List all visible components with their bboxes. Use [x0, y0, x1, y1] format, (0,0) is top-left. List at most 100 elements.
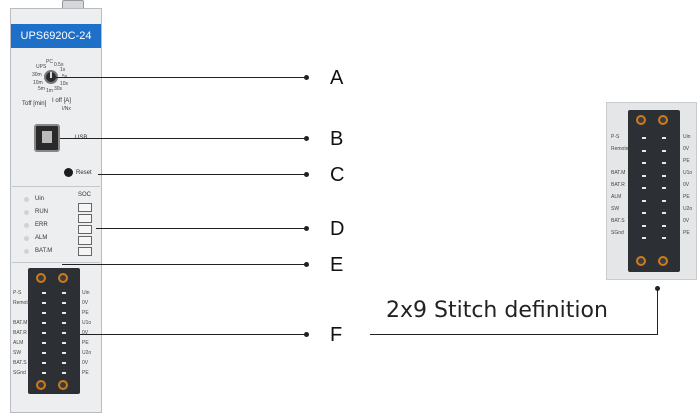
ioff-label: I off [A] [52, 98, 71, 104]
detail-leader-vertical [657, 290, 658, 334]
pin-label: SGnd [13, 370, 26, 376]
led-batm [24, 249, 29, 254]
screw-top-left [36, 273, 46, 283]
module-right-labels: Uin 0V PE U1o 0V PE U2o 0V PE [82, 290, 98, 380]
leader-a-dot [304, 75, 309, 80]
pin-contact [62, 372, 66, 374]
detail-pin-label: 0V [683, 146, 690, 152]
leader-d-dot [304, 226, 309, 231]
soc-label: SOC [78, 192, 92, 198]
pin-label: Uin [82, 290, 90, 296]
pin-contact [62, 342, 66, 344]
callout-d: D [330, 218, 345, 240]
detail-screw [658, 256, 668, 266]
reset-label: Reset [76, 170, 92, 176]
pin-contact [662, 174, 666, 177]
screw-bottom-right [58, 380, 68, 390]
inx-label: I/Nx [62, 106, 71, 112]
dial-indicator [50, 72, 52, 78]
screw-bottom-left [36, 380, 46, 390]
detail-pin-label: PE [683, 194, 690, 200]
led-label-run: RUN [35, 209, 48, 215]
led-alm [24, 236, 29, 241]
led-label-err: ERR [35, 222, 48, 228]
dial-label: 1s [60, 67, 66, 73]
detail-pin-label: SW [611, 206, 620, 212]
pin-contact [42, 302, 46, 304]
detail-pin-label: PE [683, 158, 690, 164]
dial-label-pc: PC [46, 59, 53, 65]
detail-pin-label: SGnd [611, 230, 624, 236]
soc-segment [78, 203, 92, 212]
dial-label: 10m [33, 80, 43, 86]
pin-label: PE [82, 340, 89, 346]
pin-label: BAT.M [13, 320, 28, 326]
pin-contact [662, 212, 666, 214]
pin-label: 0V [82, 330, 89, 336]
soc-segment [78, 236, 92, 245]
detail-left-labels: P-S Remote BAT.M BAT.R ALM SW BAT.S SGnd [611, 134, 629, 242]
pin-label: BAT.R [13, 330, 27, 336]
detail-pin-label: Remote [611, 146, 629, 152]
callout-a: A [330, 67, 344, 89]
soc-segment [78, 247, 92, 256]
model-label: UPS6920C-24 [11, 24, 101, 48]
detail-pin-label: 0V [683, 218, 690, 224]
pin-contact [642, 174, 646, 177]
led-label-alm: ALM [35, 235, 48, 241]
detail-pin-label: PE [683, 230, 690, 236]
pin-contact [62, 312, 66, 314]
pin-contact [42, 292, 46, 294]
pin-contact [642, 187, 646, 189]
screw-top-right [58, 273, 68, 283]
pin-contact [62, 332, 66, 334]
pin-contact [662, 149, 666, 152]
detail-pin-label: BAT.M [611, 170, 626, 176]
callout-e: E [330, 254, 344, 276]
dial-label: 5m [38, 86, 45, 92]
connector-detail-block [628, 110, 680, 272]
pin-contact [642, 162, 646, 164]
pin-contact [42, 372, 46, 374]
led-label-uin: Uin [35, 196, 45, 202]
pin-contact [62, 322, 66, 324]
pin-label: P-S [13, 290, 22, 296]
detail-leader-dot [655, 286, 660, 291]
pin-contact [642, 237, 646, 239]
pin-label: 0V [82, 300, 89, 306]
pin-contact [62, 362, 66, 364]
pin-contact [662, 162, 666, 164]
pin-contact [662, 224, 666, 227]
pin-contact [62, 302, 66, 304]
dial-label: 1m [46, 88, 53, 94]
detail-pin-label: U1o [683, 170, 693, 176]
pin-contact [62, 292, 66, 294]
leader-b-dot [304, 136, 309, 141]
dial-label: 0.5s [54, 62, 64, 68]
detail-pin-label: BAT.S [611, 218, 625, 224]
pin-contact [662, 237, 666, 239]
detail-pin-label: 0V [683, 182, 690, 188]
detail-pin-label: ALM [611, 194, 622, 200]
pin-contact [642, 199, 646, 202]
leader-e [62, 264, 306, 265]
leader-f [80, 334, 306, 335]
pin-label: PE [82, 370, 89, 376]
soc-segment [78, 225, 92, 234]
led-uin [24, 197, 29, 202]
callout-b: B [330, 128, 344, 150]
pin-contact [62, 352, 66, 354]
detail-pin-label: U2o [683, 206, 693, 212]
pin-label: 0V [82, 360, 89, 366]
detail-screw [636, 256, 646, 266]
reset-button[interactable] [64, 168, 73, 177]
dial-label: 30m [32, 72, 42, 78]
detail-pin-label: Uin [683, 134, 691, 140]
pin-contact [642, 224, 646, 227]
pin-label: PE [82, 310, 89, 316]
leader-b [60, 138, 306, 139]
pin-label: Remote [13, 300, 31, 306]
led-label-batm: BAT.M [35, 248, 53, 254]
pin-label: ALM [13, 340, 24, 346]
pin-contact [42, 322, 46, 324]
